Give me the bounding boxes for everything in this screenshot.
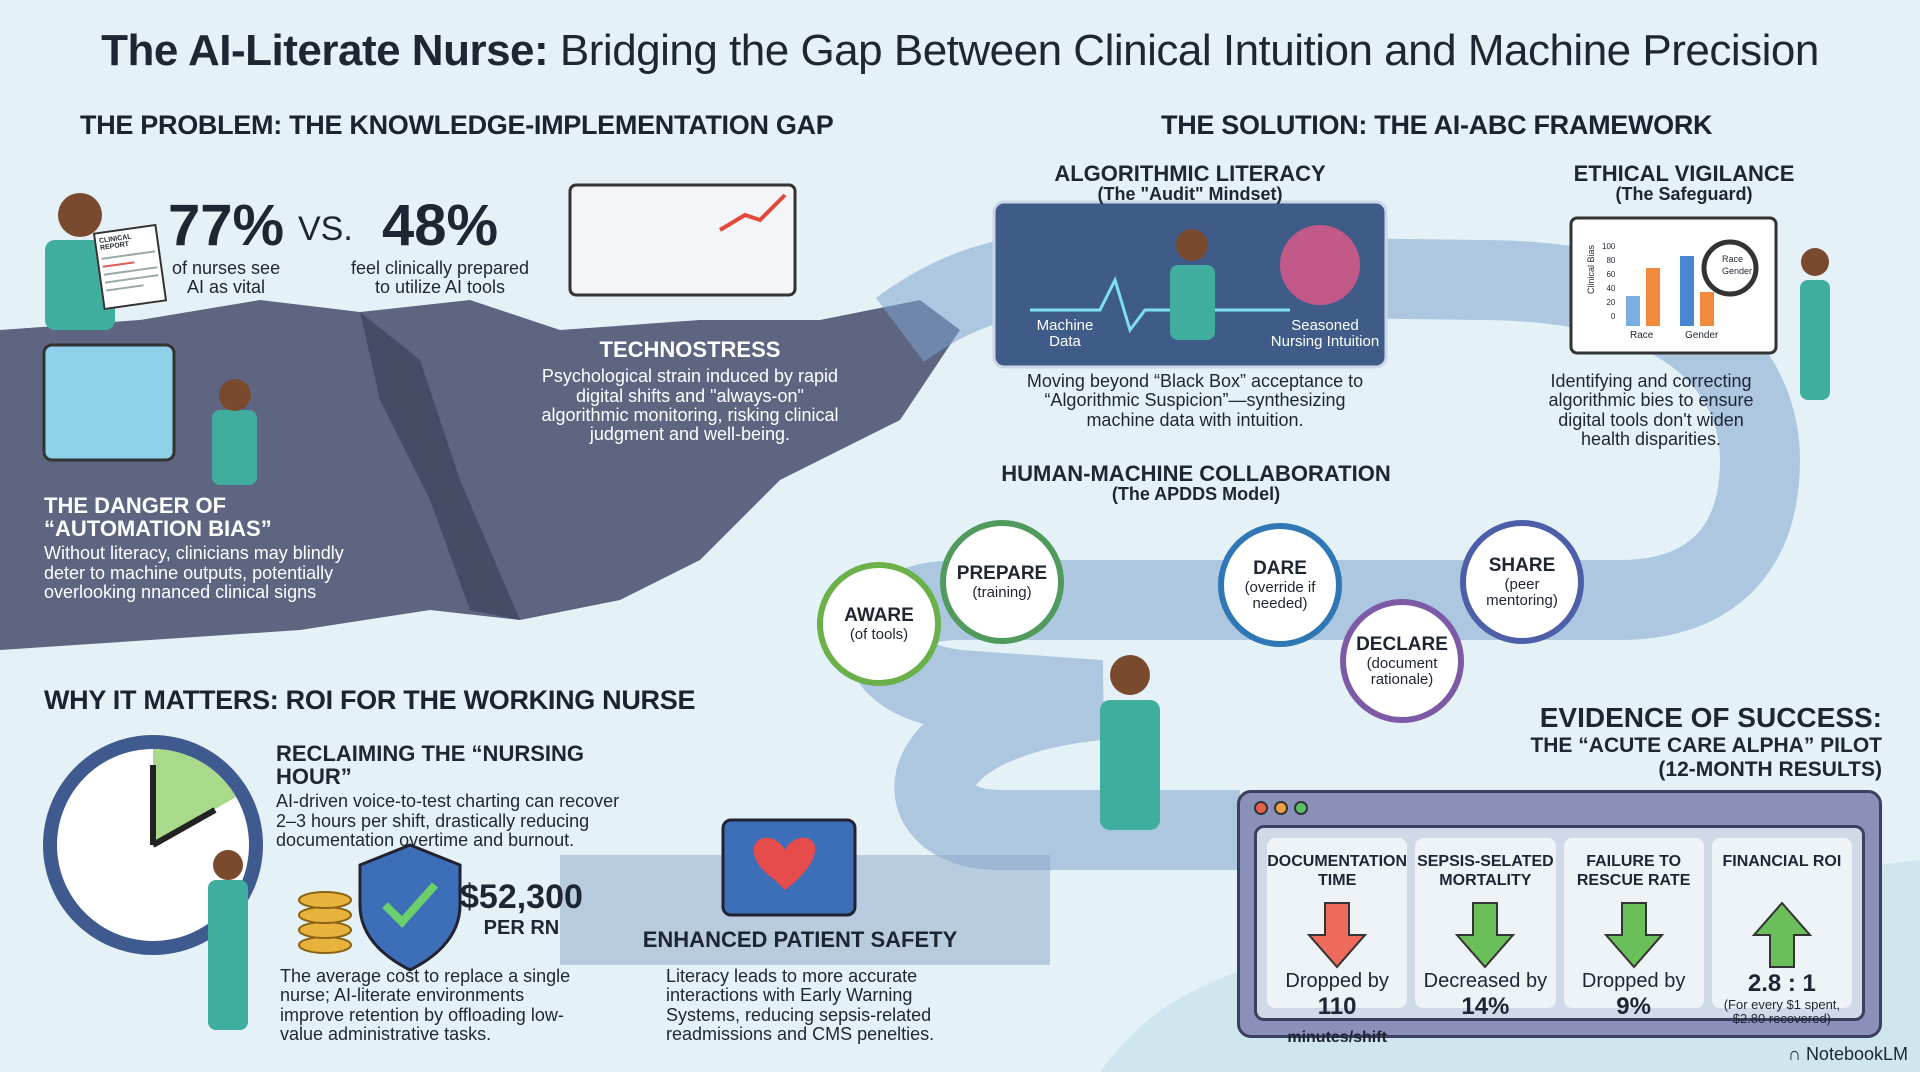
monitor-icon	[42, 343, 176, 462]
card-caption: Dropped by	[1581, 970, 1686, 992]
arrow-down-icon	[1415, 900, 1555, 970]
vs-label: VS.	[298, 210, 353, 248]
patient-safety-text: Literacy leads to more accurate interact…	[666, 966, 935, 1045]
arrow-down-icon	[1564, 900, 1704, 970]
collaboration-title: HUMAN-MACHINE COLLABORATION (The APDDS M…	[1001, 461, 1391, 505]
chart-x-gender: Gender	[1685, 330, 1719, 341]
alert-screens-icon	[568, 183, 797, 297]
problem-header: THE PROBLEM: THE KNOWLEDGE-IMPLEMENTATIO…	[80, 110, 834, 140]
result-card: FINANCIAL ROI 2.8 : 1(For every $1 spent,…	[1711, 838, 1852, 1026]
gear-share: SHARE(peer mentoring)	[1460, 520, 1584, 644]
replacement-cost: $52,300 PER RN	[460, 878, 583, 939]
brain-icon	[1280, 225, 1360, 305]
card-label: DOCUMENTATION TIME	[1267, 853, 1408, 890]
chart-x-race: Race	[1630, 330, 1654, 341]
card-label: SEPSIS-SELATED MORTALITY	[1417, 853, 1554, 890]
card-note: (For every $1 spent, $2.80 recovered)	[1723, 997, 1841, 1027]
bias-chart-window	[1569, 216, 1778, 355]
card-caption: Dropped by	[1285, 970, 1389, 992]
replacement-cost-text: The average cost to replace a single nur…	[280, 966, 571, 1045]
evidence-title: EVIDENCE OF SUCCESS: THE “ACUTE CARE ALP…	[1530, 702, 1882, 781]
patient-safety-title: ENHANCED PATIENT SAFETY	[642, 927, 958, 952]
ethical-vigilance-text: Identifying and correcting algorithmic b…	[1548, 371, 1754, 450]
card-value: 2.8 : 1	[1747, 970, 1816, 997]
window-controls	[1254, 801, 1308, 815]
algorithmic-literacy-text: Moving beyond “Black Box” acceptance to …	[1026, 371, 1364, 430]
coins-icon	[298, 891, 352, 954]
automation-bias-block: THE DANGER OF “AUTOMATION BIAS” Without …	[44, 493, 344, 603]
clinical-report-label: CLINICAL REPORT	[98, 233, 132, 252]
stat-48: 48% feel clinically prepared to utilize …	[350, 193, 530, 298]
card-value: 9%	[1616, 993, 1651, 1020]
stat-77: 77% of nurses see AI as vital	[168, 193, 285, 298]
roi-header: WHY IT MATTERS: ROI FOR THE WORKING NURS…	[44, 685, 696, 715]
clinical-report-document: CLINICAL REPORT	[92, 223, 168, 311]
card-value: 14%	[1461, 993, 1510, 1020]
card-label: FINANCIAL ROI	[1722, 853, 1842, 870]
chart-ylabel: Clinical Bias	[1586, 245, 1596, 295]
gear-dare: DARE(override if needed)	[1218, 523, 1342, 647]
page-title: The AI-Literate Nurse: Bridging the Gap …	[101, 26, 1819, 75]
card-label: FAILURE TO RESCUE RATE	[1576, 853, 1691, 890]
card-caption: Decreased by	[1423, 970, 1548, 992]
technostress-block: TECHNOSTRESS Psychological strain induce…	[541, 337, 839, 445]
arrow-down-icon	[1267, 900, 1407, 970]
ethical-vigilance-title: ETHICAL VIGILANCE (The Safeguard)	[1573, 161, 1795, 205]
gear-prepare: PREPARE(training)	[940, 520, 1064, 644]
chasm-shape	[360, 312, 520, 620]
arrow-up-icon	[1712, 900, 1852, 970]
gear-declare: DECLARE(document rationale)	[1340, 599, 1464, 723]
gear-aware: AWARE(of tools)	[817, 562, 941, 686]
card-value: 110 minutes/shift	[1287, 993, 1387, 1046]
solution-header: THE SOLUTION: THE AI-ABC FRAMEWORK	[1161, 110, 1713, 140]
intuition-label: Seasoned Nursing Intuition	[1270, 317, 1380, 351]
notebooklm-brand: ∩ NotebookLM	[1787, 1044, 1908, 1064]
nurse-figure	[45, 193, 1830, 1030]
nursing-hour-block: RECLAIMING THE “NURSING HOUR” AI-driven …	[276, 741, 620, 851]
machine-data-label: Machine Data	[1036, 317, 1094, 351]
magnifier-icon	[1701, 239, 1759, 297]
algorithmic-literacy-title: ALGORITHMIC LITERACY (The "Audit" Mindse…	[1054, 161, 1326, 205]
